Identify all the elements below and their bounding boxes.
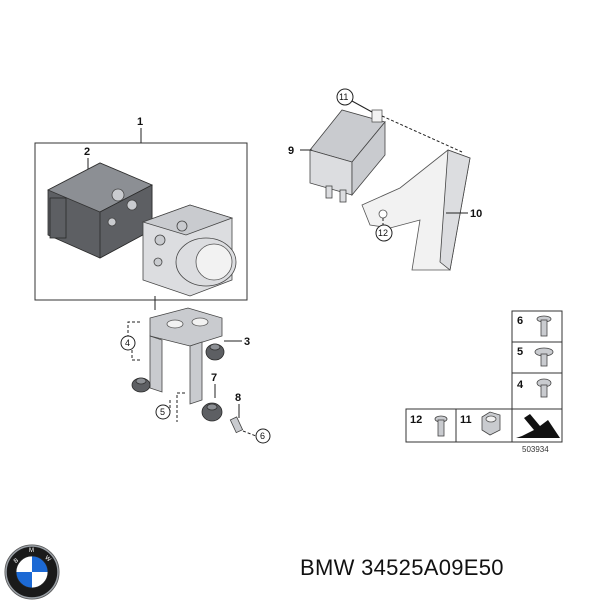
callout-2: 2 [84, 146, 90, 158]
bolt-12-icon [434, 415, 448, 437]
callout-1: 1 [137, 116, 143, 128]
callout-3: 3 [244, 336, 250, 348]
fastener-parts-table: 6 5 4 12 11 503934 [405, 310, 563, 454]
bolt-6-icon [536, 315, 552, 337]
callout-7: 7 [211, 372, 217, 384]
table-label-6: 6 [517, 315, 523, 327]
control-module [309, 109, 386, 203]
callout-8: 8 [235, 392, 241, 404]
callout-9: 9 [288, 145, 294, 157]
callout-4: 4 [125, 338, 130, 348]
rubber-mount-right [205, 343, 225, 361]
svg-text:B: B [13, 558, 20, 565]
diagram-arrow-icon [516, 414, 560, 438]
table-label-5: 5 [517, 346, 523, 358]
rubber-mount-lower [201, 402, 223, 422]
callout-5-marker: 5 [155, 392, 185, 422]
module-bracket [361, 149, 471, 271]
table-label-4: 4 [517, 379, 524, 391]
hydraulic-unit [141, 204, 237, 297]
bolt-4-icon [536, 378, 552, 398]
callout-12-marker: 12 [375, 218, 393, 242]
mounting-bracket-group: 3 4 5 7 8 6 [120, 307, 271, 444]
mounting-sleeve [229, 416, 244, 434]
control-module-group: 11 9 10 12 [288, 88, 482, 271]
table-label-11: 11 [460, 414, 472, 426]
rubber-mount-left [131, 377, 151, 393]
callout-6-marker: 6 [242, 428, 271, 444]
abs-module-assembly-group: 1 2 [34, 116, 248, 310]
bolt-5-icon [534, 347, 554, 367]
svg-text:W: W [43, 555, 51, 563]
table-label-12: 12 [410, 414, 422, 426]
svg-text:M: M [29, 548, 34, 554]
diagram-number: 503934 [522, 445, 549, 454]
nut-11-icon [481, 411, 501, 436]
callout-11-marker: 11 [336, 88, 463, 153]
part-number-label: BMW 34525A09E50 [300, 555, 504, 580]
callout-10: 10 [470, 208, 482, 220]
mounting-bracket [149, 307, 223, 405]
callout-12: 12 [378, 228, 388, 238]
callout-4-marker: 4 [120, 321, 140, 361]
callout-6: 6 [260, 431, 265, 441]
bmw-logo: B M W [4, 544, 60, 600]
abs-control-unit [47, 162, 153, 259]
callout-11: 11 [339, 92, 348, 102]
callout-5: 5 [160, 407, 165, 417]
